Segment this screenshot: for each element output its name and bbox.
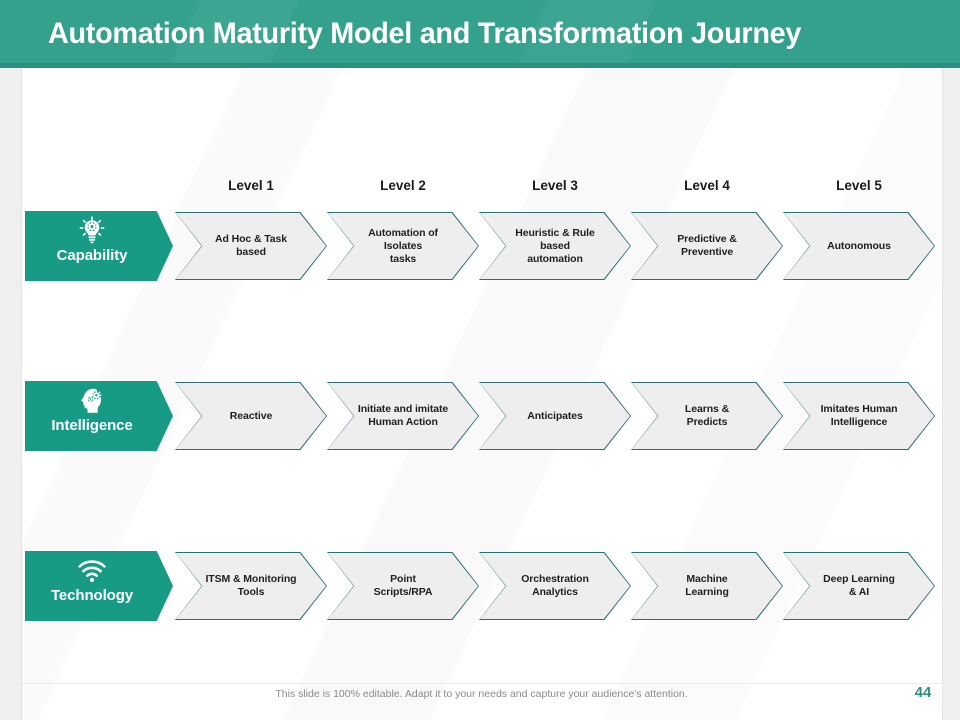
- left-margin-strip: [0, 68, 22, 720]
- stage-chevron-r3-l3[interactable]: Orchestration Analytics: [479, 552, 631, 620]
- wifi-signal-icon: [25, 556, 159, 584]
- stage-chevron-r3-l4[interactable]: Machine Learning: [631, 552, 783, 620]
- stage-chevron-r1-l5[interactable]: Autonomous: [783, 212, 935, 280]
- category-label-text: Intelligence: [51, 417, 133, 434]
- stage-chevron-r1-l4[interactable]: Predictive & Preventive: [631, 212, 783, 280]
- stage-label: Imitates Human Intelligence: [820, 403, 898, 428]
- stage-chevron-r2-l2[interactable]: Initiate and imitate Human Action: [327, 382, 479, 450]
- stage-label: Predictive & Preventive: [677, 233, 737, 258]
- page-number: 44: [914, 684, 932, 701]
- stage-label: Learns & Predicts: [684, 403, 730, 428]
- maturity-row-technology: Technology ITSM & Monitoring Tools Point S…: [0, 551, 960, 621]
- stage-chevron-r2-l3[interactable]: Anticipates: [479, 382, 631, 450]
- level-heading-2: Level 2: [380, 178, 426, 193]
- stage-chevron-r3-l1[interactable]: ITSM & Monitoring Tools: [175, 552, 327, 620]
- footer-note: This slide is 100% editable. Adapt it to…: [275, 688, 688, 700]
- header-underbar: [0, 63, 960, 68]
- stage-label: Point Scripts/RPA: [373, 573, 433, 598]
- stage-chevron-r3-l2[interactable]: Point Scripts/RPA: [327, 552, 479, 620]
- stage-chevron-r1-l2[interactable]: Automation of Isolates tasks: [327, 212, 479, 280]
- stage-label: Autonomous: [827, 239, 891, 252]
- stage-label: ITSM & Monitoring Tools: [205, 573, 297, 598]
- stage-label: Reactive: [229, 409, 273, 422]
- footer-divider: [21, 683, 942, 684]
- stage-chevron-r1-l3[interactable]: Heuristic & Rule based automation: [479, 212, 631, 280]
- stage-chevron-r2-l5[interactable]: Imitates Human Intelligence: [783, 382, 935, 450]
- stage-chevron-r1-l1[interactable]: Ad Hoc & Task based: [175, 212, 327, 280]
- category-label-intelligence[interactable]: Intelligence: [25, 381, 173, 451]
- stage-label: Machine Learning: [685, 573, 729, 598]
- page-title: Automation Maturity Model and Transforma…: [48, 17, 802, 50]
- stage-label: Heuristic & Rule based automation: [515, 226, 595, 265]
- lightbulb-gear-icon: [25, 216, 159, 244]
- right-margin-strip: [942, 68, 960, 720]
- category-label-text: Capability: [56, 247, 128, 264]
- level-headings: Level 1 Level 2 Level 3 Level 4 Level 5: [0, 178, 960, 200]
- stage-label: Deep Learning & AI: [823, 573, 895, 598]
- stage-label: Initiate and imitate Human Action: [357, 403, 449, 428]
- stage-chevron-r2-l1[interactable]: Reactive: [175, 382, 327, 450]
- stage-chevron-r3-l5[interactable]: Deep Learning & AI: [783, 552, 935, 620]
- stage-label: Orchestration Analytics: [521, 573, 589, 598]
- level-heading-3: Level 3: [532, 178, 578, 193]
- header-shine: [0, 0, 960, 68]
- level-heading-1: Level 1: [228, 178, 274, 193]
- head-gears-icon: [25, 386, 159, 414]
- level-heading-4: Level 4: [684, 178, 730, 193]
- category-label-capability[interactable]: Capability: [25, 211, 173, 281]
- category-label-technology[interactable]: Technology: [25, 551, 173, 621]
- slide-header: Automation Maturity Model and Transforma…: [0, 0, 960, 68]
- stage-chevron-r2-l4[interactable]: Learns & Predicts: [631, 382, 783, 450]
- stage-label: Ad Hoc & Task based: [214, 233, 288, 258]
- stage-label: Automation of Isolates tasks: [368, 226, 438, 265]
- level-heading-5: Level 5: [836, 178, 882, 193]
- maturity-row-capability: Capability Ad Hoc & Task based Automation …: [0, 211, 960, 281]
- stage-label: Anticipates: [527, 409, 583, 422]
- category-label-text: Technology: [50, 587, 134, 604]
- maturity-row-intelligence: Intelligence Reactive Initiate and imitate…: [0, 381, 960, 451]
